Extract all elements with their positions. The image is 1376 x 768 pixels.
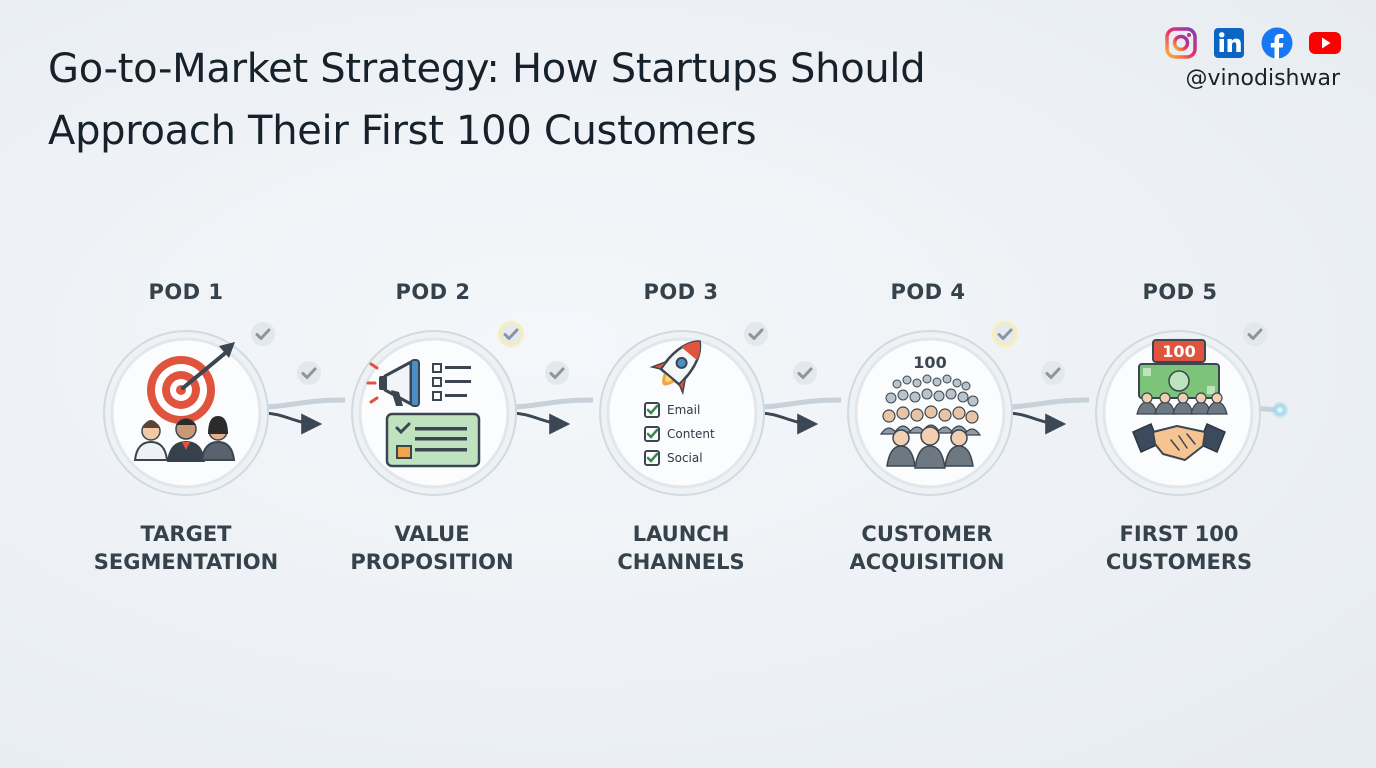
connector-4-5 xyxy=(1005,397,1090,435)
youtube-icon[interactable] xyxy=(1308,26,1342,60)
channel-content: Content xyxy=(667,427,715,441)
step-label-5-line2: CUSTOMERS xyxy=(1105,550,1253,574)
check-icon xyxy=(1041,361,1065,385)
check-icon xyxy=(297,361,321,385)
pod-label-3: POD 3 xyxy=(643,280,719,304)
step-node-3[interactable]: Email Content Social xyxy=(597,328,767,498)
title-line-2: Approach Their First 100 Customers xyxy=(48,108,757,154)
target-audience-icon xyxy=(133,342,236,462)
node-check-icon xyxy=(251,322,275,346)
step-label-1-line2: SEGMENTATION xyxy=(93,550,279,574)
pod-label-5: POD 5 xyxy=(1142,280,1218,304)
social-icons xyxy=(1164,26,1342,60)
node-check-icon xyxy=(498,321,524,347)
channel-social: Social xyxy=(667,451,703,465)
connector-2-3 xyxy=(509,397,594,435)
step-label-3-line2: CHANNELS xyxy=(617,550,745,574)
step-label-2-line2: PROPOSITION xyxy=(350,550,514,574)
node-check-icon xyxy=(1243,322,1267,346)
check-icon xyxy=(545,361,569,385)
step-node-5[interactable]: 100 xyxy=(1093,328,1263,498)
pod-label-1: POD 1 xyxy=(148,280,224,304)
step-label-4-line1: CUSTOMER xyxy=(861,522,993,546)
step-label-5: FIRST 100 CUSTOMERS xyxy=(1059,520,1299,576)
node-check-icon xyxy=(744,322,768,346)
crowd-icon: 100 xyxy=(879,353,982,469)
instagram-icon[interactable] xyxy=(1164,26,1198,60)
step-label-4: CUSTOMER ACQUISITION xyxy=(807,520,1047,576)
step-node-2[interactable] xyxy=(349,328,519,498)
node-check-icon xyxy=(992,321,1018,347)
megaphone-checklist-icon xyxy=(366,359,481,468)
facebook-icon[interactable] xyxy=(1260,26,1294,60)
step-node-1[interactable] xyxy=(101,328,271,498)
step-label-3-line1: LAUNCH xyxy=(632,522,730,546)
connector-3-4 xyxy=(757,397,842,435)
crowd-count: 100 xyxy=(913,353,946,372)
social-handle[interactable]: @vinodishwar xyxy=(1185,66,1340,91)
step-label-2-line1: VALUE xyxy=(394,522,470,546)
step-node-4[interactable]: 100 xyxy=(845,328,1015,498)
step-label-3: LAUNCH CHANNELS xyxy=(561,520,801,576)
step-label-1: TARGET SEGMENTATION xyxy=(66,520,306,576)
handshake-money-icon: 100 xyxy=(1132,339,1228,461)
step-label-1-line1: TARGET xyxy=(140,522,232,546)
page-title: Go-to-Market Strategy: How Startups Shou… xyxy=(48,38,926,162)
pod-label-2: POD 2 xyxy=(395,280,471,304)
connector-1-2 xyxy=(261,397,346,435)
step-label-2: VALUE PROPOSITION xyxy=(312,520,552,576)
title-line-1: Go-to-Market Strategy: How Startups Shou… xyxy=(48,46,926,92)
social-block: @vinodishwar xyxy=(1142,26,1342,106)
money-badge: 100 xyxy=(1162,342,1195,361)
channel-list: Email Content Social xyxy=(644,402,715,466)
linkedin-icon[interactable] xyxy=(1212,26,1246,60)
pod-label-4: POD 4 xyxy=(890,280,966,304)
step-label-5-line1: FIRST 100 xyxy=(1119,522,1239,546)
rocket-channels-icon: Email Content Social xyxy=(644,340,715,466)
step-label-4-line2: ACQUISITION xyxy=(849,550,1005,574)
check-icon xyxy=(793,361,817,385)
channel-email: Email xyxy=(667,403,700,417)
